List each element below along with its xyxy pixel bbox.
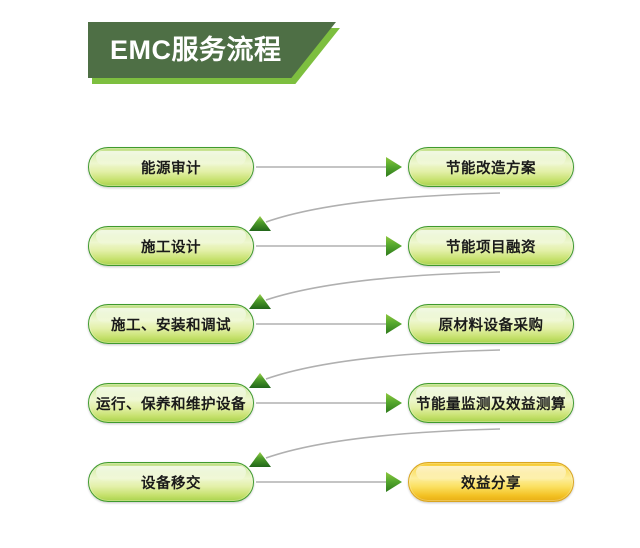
- node-left-4[interactable]: 运行、保养和维护设备: [88, 383, 254, 423]
- node-left-3[interactable]: 施工、安装和调试: [88, 304, 254, 344]
- title-banner-main-shape: EMC服务流程: [88, 22, 336, 78]
- forward-arrow-group: [256, 157, 402, 492]
- arrowhead-right-2: [386, 236, 402, 256]
- arrowhead-right-1: [386, 157, 402, 177]
- node-label: 施工、安装和调试: [111, 317, 231, 334]
- node-label: 节能改造方案: [446, 160, 536, 177]
- node-left-1[interactable]: 能源审计: [88, 147, 254, 187]
- connector-curve-return-3: [265, 349, 501, 380]
- node-right-3[interactable]: 原材料设备采购: [408, 304, 574, 344]
- node-label: 节能项目融资: [446, 239, 536, 256]
- connector-curve-return-2: [265, 271, 501, 301]
- arrowhead-up-left-3: [249, 373, 271, 388]
- arrowhead-right-3: [386, 314, 402, 334]
- node-label: 节能量监测及效益测算: [416, 396, 566, 413]
- node-label: 原材料设备采购: [438, 317, 544, 334]
- node-left-5[interactable]: 设备移交: [88, 462, 254, 502]
- node-label: 施工设计: [141, 239, 201, 256]
- arrowhead-up-left-2: [249, 294, 271, 309]
- node-right-5[interactable]: 效益分享: [408, 462, 574, 502]
- title-banner: EMC服务流程: [88, 22, 340, 84]
- arrowhead-right-5: [386, 472, 402, 492]
- node-label: 效益分享: [461, 475, 521, 492]
- node-label: 能源审计: [141, 160, 201, 177]
- node-label: 设备移交: [141, 475, 201, 492]
- arrowhead-up-left-4: [249, 452, 271, 467]
- arrowhead-right-4: [386, 393, 402, 413]
- node-right-1[interactable]: 节能改造方案: [408, 147, 574, 187]
- page-title: EMC服务流程: [110, 34, 282, 65]
- node-left-2[interactable]: 施工设计: [88, 226, 254, 266]
- node-label: 运行、保养和维护设备: [96, 396, 246, 413]
- node-right-4[interactable]: 节能量监测及效益测算: [408, 383, 574, 423]
- arrowhead-up-left-1: [249, 216, 271, 231]
- node-right-2[interactable]: 节能项目融资: [408, 226, 574, 266]
- connector-curve-return-1: [265, 192, 501, 223]
- connector-curve-return-4: [265, 428, 501, 459]
